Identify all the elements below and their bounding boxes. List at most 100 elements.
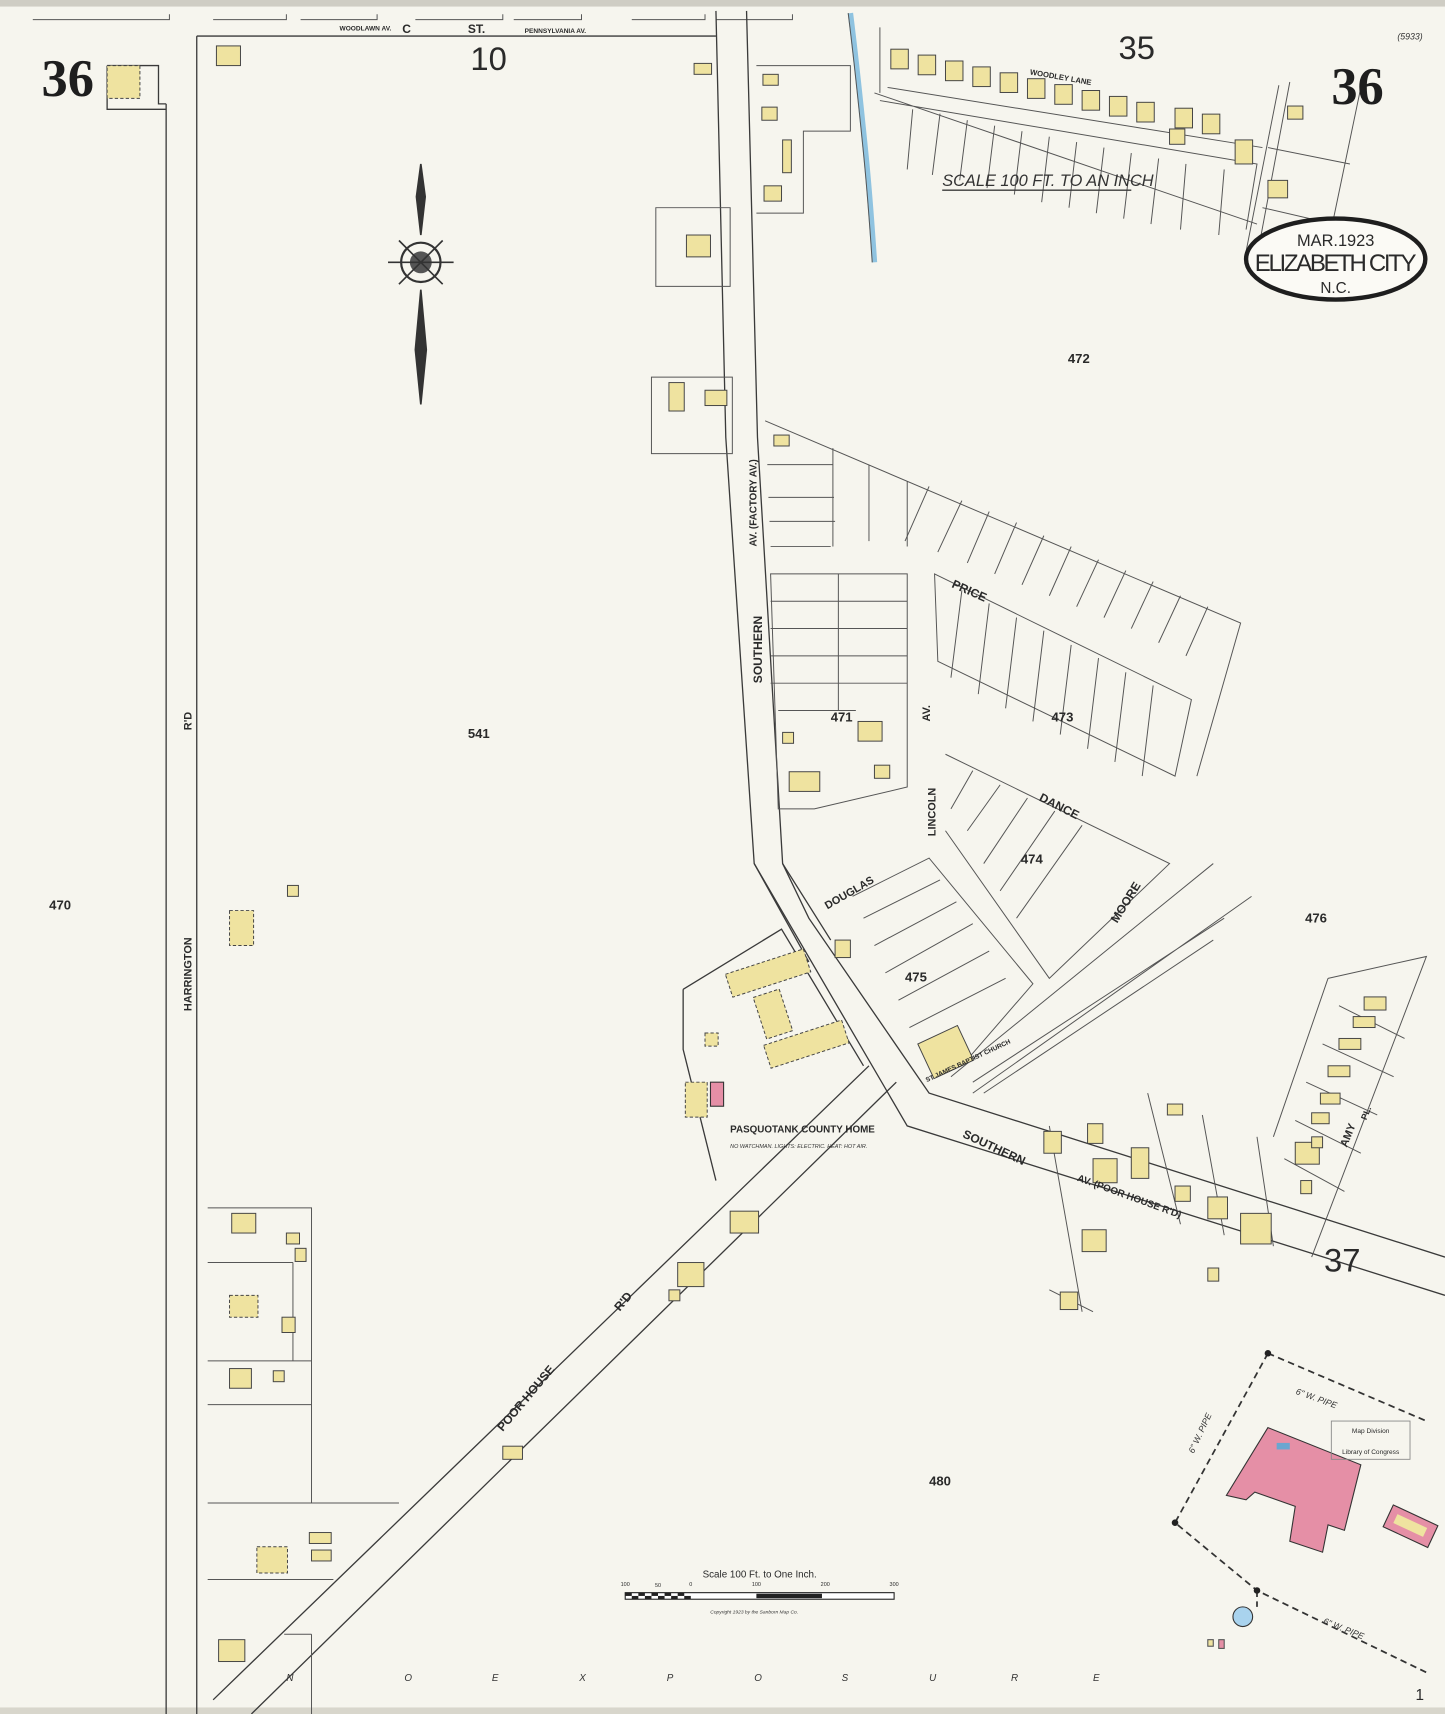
dwelling — [294, 1247, 307, 1262]
copyright: Copyright 1923 by the Sanborn Map Co. — [710, 1609, 798, 1615]
dwelling — [215, 45, 241, 67]
dwelling — [1108, 95, 1128, 117]
stamp-line-2: Library of Congress — [1342, 1449, 1400, 1456]
buildings-layer — [106, 45, 1387, 1663]
sheet-number-left: 36 — [42, 50, 94, 108]
scale-note: SCALE 100 FT. TO AN INCH — [942, 172, 1154, 190]
dwelling — [285, 1232, 300, 1245]
scale-tick: 100 — [621, 1582, 630, 1588]
block-number: 475 — [905, 970, 927, 985]
block-numbers: 541 470 472 471 473 474 475 476 480 — [49, 351, 1327, 1489]
street-label-southern: SOUTHERN — [751, 616, 765, 683]
exposure-letter: E — [492, 1673, 499, 1684]
dwelling — [229, 1368, 252, 1389]
sheet-number-right: 36 — [1331, 58, 1383, 116]
dwelling — [502, 1445, 523, 1460]
dwelling — [773, 434, 790, 447]
dwelling — [782, 731, 795, 744]
exposure-letter: U — [929, 1673, 937, 1684]
dwelling — [1174, 1185, 1191, 1202]
dwelling — [1338, 1037, 1362, 1050]
dwelling — [1059, 1291, 1079, 1311]
dwelling — [106, 65, 141, 99]
scale-check — [638, 1592, 645, 1596]
top-edge-marks — [32, 14, 793, 21]
city-name: ELIZABETH CITY — [1255, 250, 1417, 277]
scale-check — [658, 1595, 665, 1600]
scale-check — [625, 1592, 632, 1596]
street-label-harrington: HARRINGTON — [182, 937, 194, 1011]
scale-check — [684, 1595, 691, 1600]
southern-av-lots — [650, 65, 1428, 1313]
dwelling — [1081, 90, 1101, 111]
block-number: 541 — [468, 726, 490, 741]
dwelling — [1352, 1016, 1376, 1029]
adjacent-sheet-35: 35 — [1119, 29, 1155, 66]
scale-check — [644, 1595, 652, 1600]
catalog-number: (5933) — [1397, 31, 1422, 41]
dwelling — [1363, 996, 1387, 1011]
dwelling — [763, 185, 783, 202]
dwelling — [1092, 1158, 1118, 1184]
dwelling — [873, 764, 891, 779]
corner-mark: 1 — [1415, 1687, 1424, 1704]
dwelling — [685, 234, 711, 258]
street-label-c: C — [402, 22, 411, 36]
church-building — [917, 1024, 975, 1080]
scale-tick: 0 — [689, 1582, 692, 1588]
exposure-letter: R — [1011, 1673, 1018, 1684]
compass-rose-icon — [388, 163, 454, 405]
dwelling — [231, 1212, 257, 1234]
dwelling — [1130, 1147, 1150, 1179]
scale-tick: 300 — [890, 1582, 899, 1588]
street-label-amy-pl: PL. — [1359, 1105, 1373, 1121]
dwelling — [1043, 1130, 1062, 1154]
woodley-lane-block — [874, 27, 1362, 257]
library-stamp: Map Division Library of Congress — [1330, 1420, 1411, 1460]
scale-bar: Scale 100 Ft. to One Inch. 100 50 0 100 … — [621, 1569, 899, 1615]
dwelling — [1300, 1180, 1313, 1195]
dwelling — [1174, 107, 1193, 129]
block-number: 476 — [1305, 911, 1327, 926]
poor-house-road — [212, 928, 897, 1714]
brick-complex — [1171, 1349, 1439, 1674]
dwelling — [1267, 179, 1289, 199]
scale-tick: 200 — [821, 1582, 830, 1588]
exposure-letter: O — [754, 1673, 762, 1684]
dwelling — [311, 1549, 332, 1562]
dwelling — [1207, 1267, 1220, 1282]
street-label-lincoln-av: AV. — [921, 705, 933, 721]
dwelling — [1319, 1092, 1341, 1105]
dwelling — [677, 1262, 705, 1288]
dwelling — [999, 72, 1019, 93]
adjacent-sheet-37: 37 — [1324, 1241, 1360, 1278]
block-number: 480 — [929, 1474, 951, 1489]
dwelling — [668, 382, 685, 412]
dwelling — [1026, 78, 1046, 99]
dwelling — [1054, 84, 1073, 105]
county-home-note: NO WATCHMAN. LIGHTS: ELECTRIC. HEAT: HOT… — [730, 1144, 867, 1150]
dwelling — [761, 106, 778, 121]
exposure-letter: P — [667, 1673, 674, 1684]
street-label-pennsylvania: PENNSYLVANIA AV. — [525, 28, 587, 35]
dwelling — [272, 1370, 285, 1383]
dwelling — [668, 1289, 681, 1302]
street-label-woodlawn: WOODLAWN AV. — [340, 26, 392, 33]
dwelling — [286, 884, 299, 897]
scale-check — [664, 1592, 672, 1596]
dwelling — [229, 910, 255, 947]
dwelling — [308, 1532, 332, 1544]
dwelling — [1240, 1212, 1272, 1245]
map-date: MAR.1923 — [1297, 232, 1374, 250]
dwelling — [857, 720, 883, 742]
dwelling — [1311, 1112, 1330, 1125]
dwelling — [1207, 1196, 1228, 1220]
dwelling — [788, 771, 821, 792]
scale-check — [631, 1595, 639, 1600]
dwelling — [944, 60, 964, 82]
dwelling — [1169, 128, 1186, 145]
dwelling — [1081, 1229, 1107, 1253]
stamp-line-1: Map Division — [1352, 1428, 1390, 1435]
